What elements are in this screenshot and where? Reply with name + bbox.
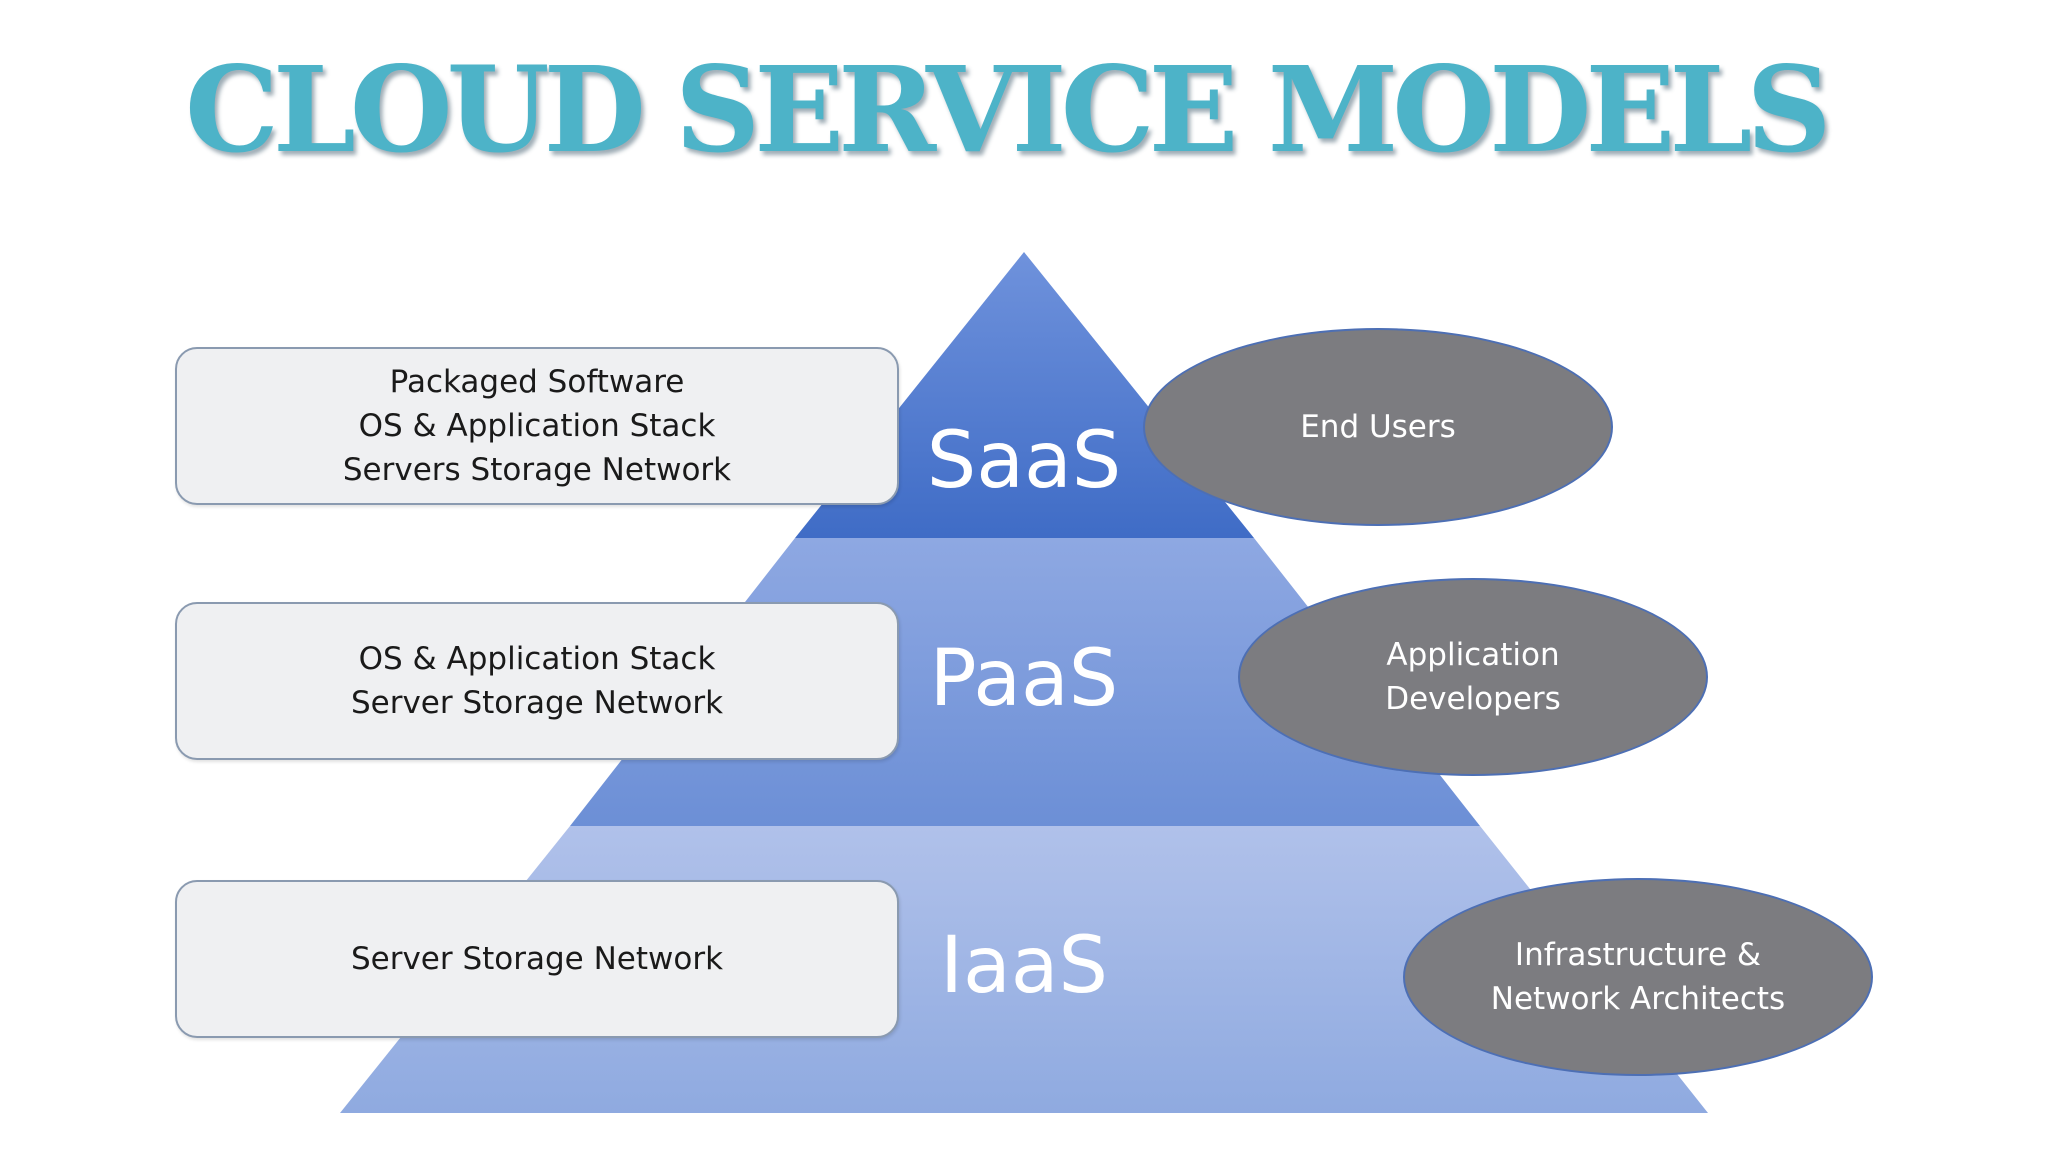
oval-line: End Users: [1300, 409, 1456, 445]
oval-line: Application: [1386, 637, 1560, 673]
saas-users-oval: End Users: [1143, 328, 1613, 526]
iaas-description-box: Server Storage Network: [175, 880, 899, 1038]
paas-users-oval: Application Developers: [1238, 578, 1708, 776]
saas-label: SaaS: [926, 416, 1122, 506]
description-line: Packaged Software: [389, 364, 685, 400]
description-line: Servers Storage Network: [342, 452, 732, 488]
description-line: Server Storage Network: [350, 941, 724, 977]
paas-label: PaaS: [929, 634, 1119, 724]
description-line: OS & Application Stack: [358, 408, 716, 444]
saas-description-box: Packaged Software OS & Application Stack…: [175, 347, 899, 505]
slide-title: CLOUD SERVICE MODELS: [185, 40, 1832, 179]
oval-line: Infrastructure &: [1514, 937, 1762, 973]
description-line: OS & Application Stack: [358, 641, 716, 677]
iaas-users-oval: Infrastructure & Network Architects: [1403, 878, 1873, 1076]
saas-tier: [795, 252, 1254, 538]
paas-description-box: OS & Application Stack Server Storage Ne…: [175, 602, 899, 760]
description-line: Server Storage Network: [350, 685, 724, 721]
iaas-label: IaaS: [939, 921, 1109, 1011]
oval-line: Developers: [1385, 681, 1561, 717]
oval-line: Network Architects: [1490, 981, 1786, 1017]
